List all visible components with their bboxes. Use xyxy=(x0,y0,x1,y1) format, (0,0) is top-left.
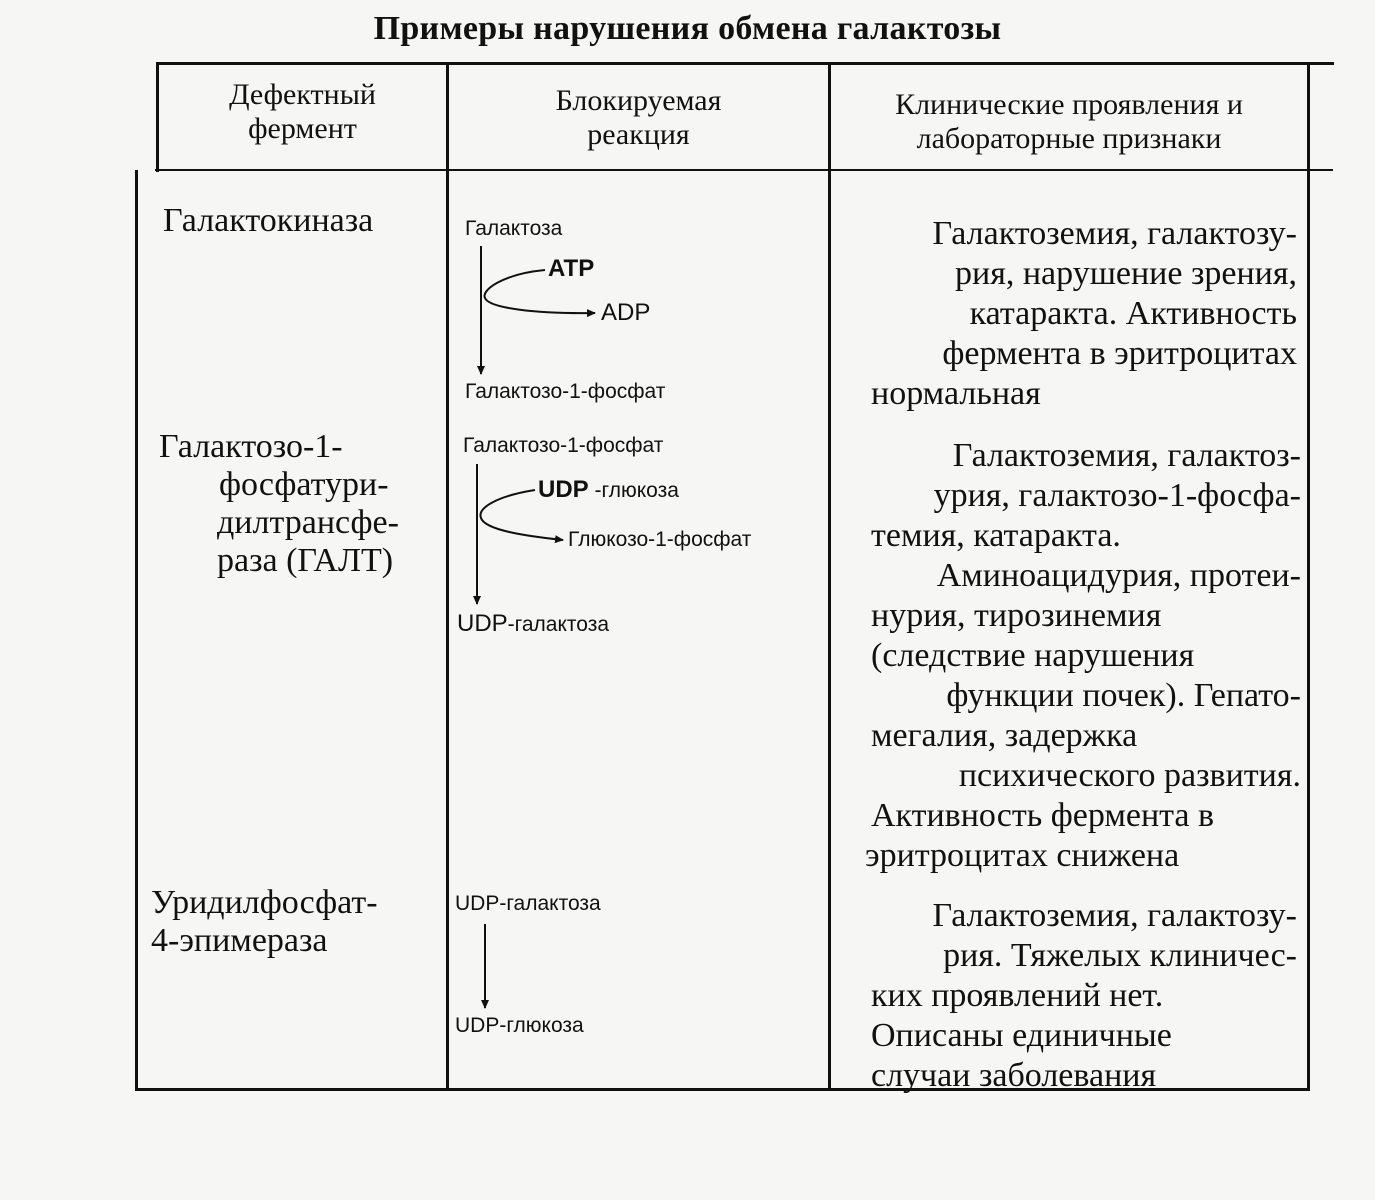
enzyme-line: 4-эпимераза xyxy=(151,922,328,959)
row1-clinical: Галактоземия, галактозу- рия, нарушение … xyxy=(835,214,1297,414)
row1-substrate: Галактоза xyxy=(465,217,563,240)
clinical-line: Галактоземия, галактоз- xyxy=(952,437,1301,474)
header-line: Дефектный xyxy=(229,78,376,111)
clinical-line: Галактоземия, галактозу- xyxy=(932,897,1297,934)
enzyme-line: фосфатури- xyxy=(219,466,389,503)
header-blocked-reaction: Блокируемая реакция xyxy=(449,84,828,152)
enzyme-line: раза (ГАЛТ) xyxy=(217,542,394,579)
clinical-line: Аминоацидурия, протеи- xyxy=(936,557,1301,594)
udp-label: UDP xyxy=(538,476,589,503)
row3-enzyme: Уридилфосфат- 4-эпимераза xyxy=(151,884,443,960)
clinical-line: урия, галактозо-1-фосфа- xyxy=(933,477,1301,514)
clinical-line: нормальная xyxy=(871,375,1041,412)
enzyme-line: Галактозо-1- xyxy=(159,428,343,465)
reaction-arrows xyxy=(473,246,596,1009)
row1-product: Галактозо-1-фосфат xyxy=(465,380,666,403)
galactose-disorders-table: Дефектный фермент Блокируемая реакция Кл… xyxy=(135,62,1334,1104)
row3-substrate: UDP-галактоза xyxy=(455,892,601,915)
header-line: Клинические проявления и xyxy=(895,88,1243,121)
enzyme-line: Уридилфосфат- xyxy=(151,884,378,921)
clinical-line: случаи заболевания xyxy=(871,1057,1157,1094)
clinical-line: катаракта. Активность xyxy=(969,295,1297,332)
clinical-line: психического развития. xyxy=(958,757,1301,794)
row2-substrate: Галактозо-1-фосфат xyxy=(463,434,664,457)
table-left-border xyxy=(156,62,159,172)
table-right-border xyxy=(1307,62,1310,1090)
clinical-line: эритроцитах снижена xyxy=(865,837,1180,874)
clinical-line: рия. Тяжелых клиничес- xyxy=(943,937,1297,974)
header-defective-enzyme: Дефектный фермент xyxy=(159,78,446,146)
clinical-line: рия, нарушение зрения, xyxy=(955,255,1297,292)
row2-enzyme: Галактозо-1- фосфатури- дилтрансфе- раза… xyxy=(157,428,442,580)
clinical-line: функции почек). Гепато- xyxy=(946,677,1301,714)
clinical-line: нурия, тирозинемия xyxy=(871,597,1162,634)
clinical-line: фермента в эритроцитах xyxy=(942,335,1297,372)
enzyme-line: дилтрансфе- xyxy=(217,504,399,541)
table-top-border xyxy=(157,62,1334,65)
clinical-line: (следствие нарушения xyxy=(871,637,1195,674)
column-divider-1 xyxy=(446,62,449,1090)
galactose-label: -галактоза xyxy=(507,613,610,636)
clinical-line: Описаны единичные xyxy=(871,1017,1172,1054)
udp-label: UDP xyxy=(457,610,508,637)
row3-clinical: Галактоземия, галактозу- рия. Тяжелых кл… xyxy=(825,896,1297,1096)
clinical-line: мегалия, задержка xyxy=(871,717,1138,754)
row2-clinical: Галактоземия, галактоз- урия, галактозо-… xyxy=(835,436,1301,876)
row2-product: UDP-галактоза xyxy=(457,610,609,638)
row2-udp-glucose: UDP -глюкоза xyxy=(538,476,679,504)
clinical-line: Активность фермента в xyxy=(871,797,1215,834)
row1-adp: ADP xyxy=(601,299,651,326)
clinical-line: темия, катаракта. xyxy=(871,517,1121,554)
row2-glucose-1-phosphate: Глюкозо-1-фосфат xyxy=(568,528,752,551)
header-bottom-border xyxy=(155,169,1333,171)
header-line: лабораторные признаки xyxy=(916,122,1222,155)
row1-enzyme: Галактокиназа xyxy=(163,202,443,240)
clinical-line: ких проявлений нет. xyxy=(871,977,1164,1014)
header-line: фермент xyxy=(248,112,357,145)
glucose-label: -глюкоза xyxy=(588,479,679,502)
row1-atp: ATP xyxy=(548,255,595,282)
row3-product: UDP-глюкоза xyxy=(455,1014,584,1037)
clinical-line: Галактоземия, галактозу- xyxy=(932,215,1297,252)
row1-atp-adp-curve xyxy=(483,269,596,318)
column-divider-2 xyxy=(828,62,831,1090)
row2-udp-curve xyxy=(479,489,564,544)
header-line: реакция xyxy=(587,118,690,151)
page-title: Примеры нарушения обмена галактозы xyxy=(373,10,1002,47)
table-bottom-border xyxy=(135,1088,1310,1091)
header-line: Блокируемая xyxy=(555,84,722,117)
enzyme-line: Галактокиназа xyxy=(163,202,374,239)
header-clinical-signs: Клинические проявления и лабораторные пр… xyxy=(831,88,1307,156)
table-left-border-lower xyxy=(135,170,138,1090)
